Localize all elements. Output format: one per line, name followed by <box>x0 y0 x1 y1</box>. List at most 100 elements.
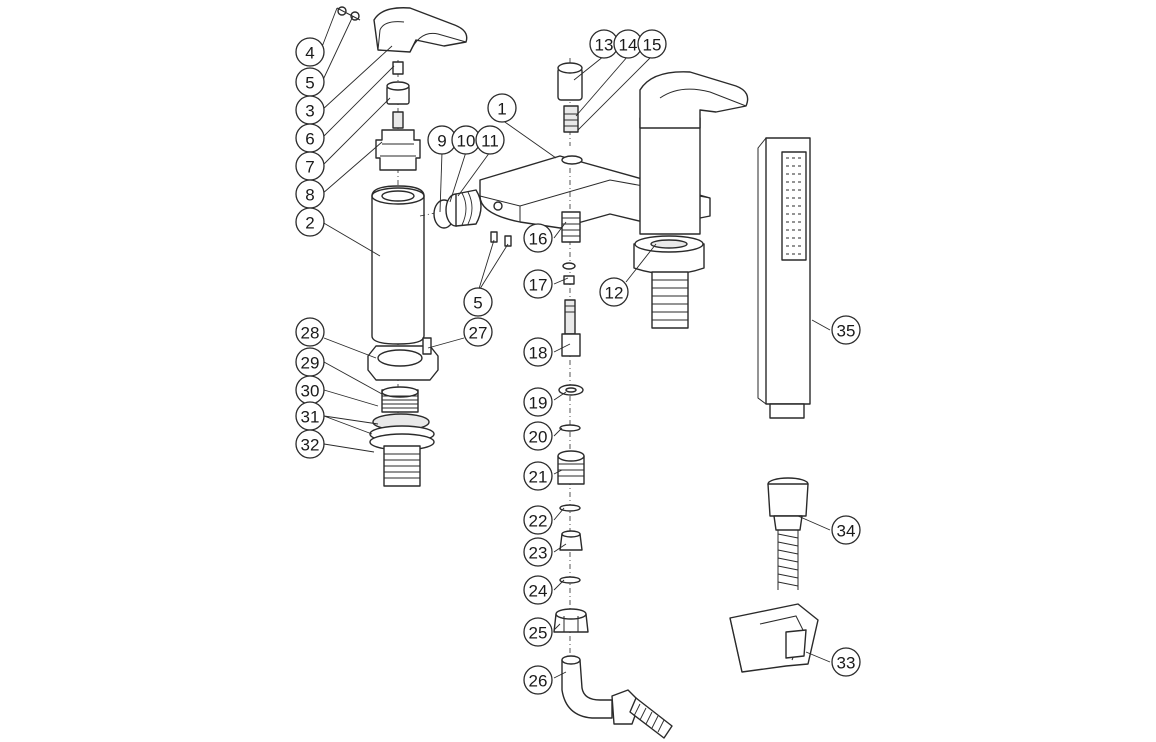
callout-circle <box>475 125 505 155</box>
callout-number: 19 <box>529 394 548 413</box>
callout-number: 1 <box>497 100 506 119</box>
callout-number: 34 <box>837 522 856 541</box>
callout-circle <box>831 647 861 677</box>
callout-c18: 18 <box>523 337 553 367</box>
callout-circle <box>831 515 861 545</box>
callout-c24: 24 <box>523 575 553 605</box>
callout-circle <box>637 29 667 59</box>
callout-c5a: 5 <box>295 67 325 97</box>
callout-number: 22 <box>529 512 548 531</box>
callout-circle <box>523 537 553 567</box>
callout-number: 25 <box>529 624 548 643</box>
callout-circle <box>523 223 553 253</box>
callout-c4: 4 <box>295 37 325 67</box>
callout-c28: 28 <box>295 317 325 347</box>
callout-number: 11 <box>481 132 499 151</box>
callout-circle <box>487 93 517 123</box>
callout-circle <box>599 277 629 307</box>
callout-c15: 15 <box>637 29 667 59</box>
callout-number: 10 <box>457 132 476 151</box>
callout-circle <box>523 575 553 605</box>
callout-c11: 11 <box>475 125 505 155</box>
callout-number: 24 <box>529 582 548 601</box>
callout-number: 32 <box>301 436 320 455</box>
callout-c17: 17 <box>523 269 553 299</box>
central-stack-parts <box>553 168 673 739</box>
callout-number: 6 <box>305 130 314 149</box>
callout-c13: 13 <box>589 29 619 59</box>
callout-circle <box>523 665 553 695</box>
callout-number: 12 <box>605 284 624 303</box>
callout-number: 17 <box>529 276 548 295</box>
callout-c8: 8 <box>295 179 325 209</box>
callout-number: 18 <box>529 344 548 363</box>
callout-number: 29 <box>301 354 320 373</box>
mixer-body <box>479 71 749 329</box>
callout-circle <box>523 337 553 367</box>
callout-c3: 3 <box>295 95 325 125</box>
handset-shower <box>757 137 811 419</box>
callout-c7: 7 <box>295 151 325 181</box>
callout-circle <box>295 317 325 347</box>
callout-circle <box>523 505 553 535</box>
callout-c2: 2 <box>295 207 325 237</box>
callout-number: 16 <box>529 230 548 249</box>
spray-nozzles <box>786 157 802 255</box>
callout-number: 30 <box>301 382 320 401</box>
callout-circle <box>463 317 493 347</box>
callout-circle <box>831 315 861 345</box>
shower-hose <box>767 477 809 590</box>
callout-number: 28 <box>301 324 320 343</box>
callout-c19: 19 <box>523 387 553 417</box>
callout-c35: 35 <box>831 315 861 345</box>
callout-number: 7 <box>305 158 314 177</box>
callout-number: 2 <box>305 214 314 233</box>
callout-c30: 30 <box>295 375 325 405</box>
callout-c33: 33 <box>831 647 861 677</box>
callout-circle <box>463 287 493 317</box>
callout-number: 20 <box>529 428 548 447</box>
callout-number: 15 <box>643 36 662 55</box>
callout-number: 33 <box>837 654 856 673</box>
callout-circle <box>523 421 553 451</box>
left-column-parts <box>336 6 468 487</box>
callout-number: 14 <box>619 36 638 55</box>
callout-c27: 27 <box>463 317 493 347</box>
callout-circle <box>523 387 553 417</box>
callout-circle <box>295 37 325 67</box>
callout-c22: 22 <box>523 505 553 535</box>
diverter-parts <box>557 58 583 146</box>
callout-number: 13 <box>595 36 614 55</box>
callout-number: 5 <box>473 294 482 313</box>
callout-c32: 32 <box>295 429 325 459</box>
callout-circle <box>295 429 325 459</box>
callout-number: 8 <box>305 186 314 205</box>
callout-number: 26 <box>529 672 548 691</box>
callout-circle <box>295 207 325 237</box>
callout-number: 23 <box>529 544 548 563</box>
callout-c26: 26 <box>523 665 553 695</box>
callout-number: 3 <box>305 102 314 121</box>
callout-number: 5 <box>305 74 314 93</box>
callout-c16: 16 <box>523 223 553 253</box>
callout-circle <box>523 269 553 299</box>
callout-c12: 12 <box>599 277 629 307</box>
callout-c6: 6 <box>295 123 325 153</box>
callout-c31: 31 <box>295 401 325 431</box>
callout-c5b: 5 <box>463 287 493 317</box>
callout-c21: 21 <box>523 461 553 491</box>
callout-c20: 20 <box>523 421 553 451</box>
callout-number: 21 <box>529 468 548 487</box>
callout-c25: 25 <box>523 617 553 647</box>
callout-number: 31 <box>301 408 320 427</box>
side-connector-parts <box>419 189 512 247</box>
callout-number: 27 <box>469 324 488 343</box>
callout-c29: 29 <box>295 347 325 377</box>
callout-circle <box>523 617 553 647</box>
callout-c23: 23 <box>523 537 553 567</box>
callout-number: 35 <box>837 322 856 341</box>
callout-number: 9 <box>437 132 446 151</box>
wall-bracket <box>729 603 819 673</box>
